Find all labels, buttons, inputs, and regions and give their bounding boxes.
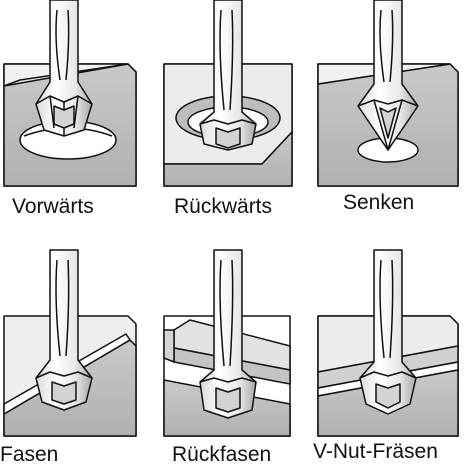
caption-v-groove: V-Nut-Fräsen <box>313 440 438 463</box>
tool-v-groove <box>359 249 417 415</box>
tool-forward <box>35 0 93 137</box>
panel-chamfer <box>3 249 137 437</box>
caption-backward: Rückwärts <box>174 195 273 218</box>
caption-forward: Vorwärts <box>12 195 94 218</box>
tool-back-chamfer <box>199 249 257 419</box>
panel-v-groove <box>317 249 459 437</box>
panel-countersink <box>317 0 459 187</box>
panel-back-chamfer <box>163 249 291 437</box>
caption-countersink: Senken <box>343 191 415 214</box>
tool-backward <box>199 0 257 151</box>
caption-chamfer: Fasen <box>0 443 59 466</box>
tool-countersink <box>357 0 419 151</box>
panel-backward <box>163 0 293 187</box>
panel-forward <box>3 0 137 187</box>
tool-chamfer <box>35 249 93 411</box>
caption-back-chamfer: Rückfasen <box>172 443 272 466</box>
